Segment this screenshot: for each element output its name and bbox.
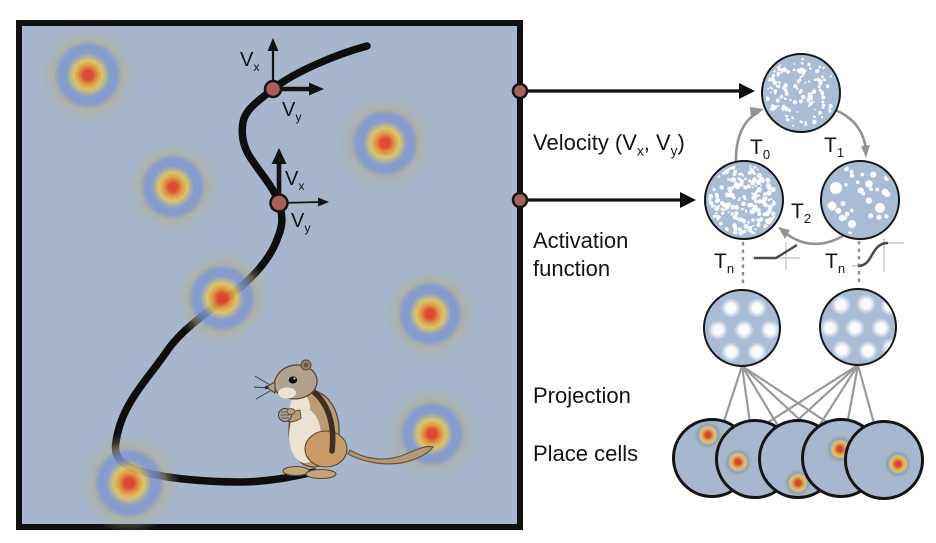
chipmunk-cheek: [278, 387, 296, 399]
chipmunk-foot: [305, 468, 337, 480]
vy-label-1: Vy: [282, 99, 302, 124]
t1-arrowhead: [861, 145, 870, 158]
speckle-texture: [765, 57, 833, 127]
sigmoid-curve-icon: [852, 238, 904, 272]
chipmunk-ear-inner: [303, 362, 309, 368]
vx-label-2: Vx: [285, 168, 305, 193]
place-field-blob: [77, 431, 181, 535]
vy-arrowhead-2: [318, 197, 329, 207]
place-field-blob: [172, 248, 272, 348]
activation-function-label: Activation function: [533, 228, 629, 281]
chipmunk-snout: [265, 381, 276, 394]
place-field-blob: [382, 266, 478, 362]
speckle-texture: [708, 164, 777, 236]
agent-position-dot-2: [269, 193, 289, 213]
place-cells-label: Place cells: [533, 441, 639, 466]
grid-pattern-circle-left: [703, 289, 781, 367]
chipmunk-illustration: [254, 359, 434, 480]
vx-label-1: Vx: [240, 49, 260, 74]
t1-label: T1: [824, 134, 845, 161]
velocity-vectors-layer: [263, 38, 329, 213]
speckle-texture: [827, 166, 891, 236]
t2-label: T2: [791, 200, 812, 227]
projection-label: Projection: [533, 383, 631, 408]
vy-label-2: Vy: [291, 210, 311, 235]
place-field-blob: [125, 139, 221, 235]
velocity-label: Velocity (Vx, Vy): [533, 130, 685, 159]
grid-pattern-circle-right: [819, 288, 897, 366]
place-field-blob: [335, 93, 435, 193]
vx-arrowhead-2: [271, 148, 287, 164]
tn-label-left: Tn: [714, 250, 735, 277]
arena: Vx Vy Vx Vy: [16, 20, 523, 535]
place-cell-circle-5: [844, 420, 924, 500]
network-state-circle-top: [761, 53, 841, 133]
chipmunk-whiskers: [254, 375, 271, 400]
velocity-arrowhead: [739, 83, 755, 99]
network-state-circle-right: [820, 160, 900, 240]
relu-curve-icon: [752, 242, 800, 270]
chipmunk-haunch: [304, 430, 348, 468]
tn-label-right: Tn: [825, 250, 846, 277]
agent-position-dot-1: [263, 79, 283, 99]
chipmunk-paw: [286, 408, 296, 415]
place-field-blob: [38, 25, 138, 125]
t0-label: T0: [750, 136, 771, 163]
chipmunk-eye-glint: [293, 377, 296, 380]
vy-arrowhead-1: [309, 82, 324, 96]
vx-arrowhead-1: [267, 38, 279, 51]
chipmunk-back-stripe: [311, 389, 336, 454]
activation-arrowhead: [680, 192, 696, 208]
network-state-circle-left: [704, 160, 784, 240]
chipmunk-tail: [347, 445, 434, 465]
place-field-blob: [384, 386, 480, 482]
t0-arrowhead: [750, 107, 764, 119]
